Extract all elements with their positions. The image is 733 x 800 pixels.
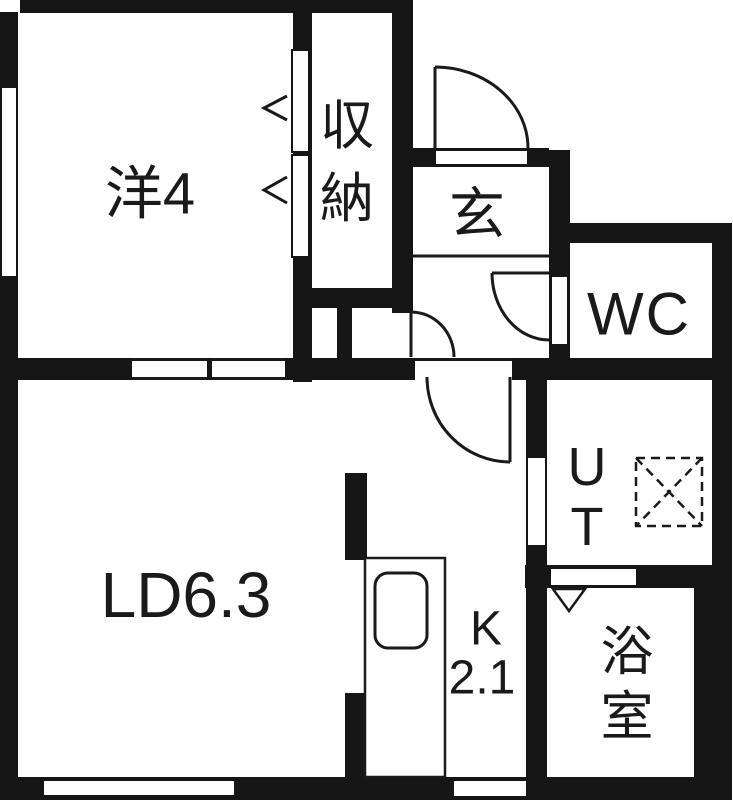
wc-door-arc (490, 272, 550, 342)
entrance-door (433, 65, 530, 149)
ldk-divider-upper (345, 473, 367, 560)
bath-label-char1: 浴 (601, 623, 654, 682)
utility-label-char2: T (571, 497, 604, 557)
kitchen-label-line1: K (470, 603, 502, 656)
washing-machine-cross (635, 457, 703, 527)
sliding-door-divider (207, 358, 212, 380)
bath-label-char2: 室 (601, 688, 654, 747)
western-room-window (0, 86, 18, 278)
utility-label-char1: U (568, 437, 607, 497)
closet-door-panel-2 (291, 154, 310, 258)
utility-door-opening (528, 458, 545, 545)
hall-closet-door-arc (410, 310, 456, 358)
right-wall-upper (712, 223, 732, 588)
entrance-label: 玄 (449, 183, 505, 246)
ld-balcony-window (42, 779, 236, 797)
closet-label-char1: 収 (320, 96, 374, 156)
nook-divider-wall (337, 305, 352, 360)
ld-top-wall-mid (285, 358, 415, 380)
closet-right-wall (392, 13, 413, 313)
washing-machine-icon (634, 456, 704, 528)
entrance-door-arc (434, 65, 530, 149)
ldk-divider-lower (345, 693, 367, 777)
wc-door-opening (550, 275, 569, 346)
kitchen-label-line2: 2.1 (449, 652, 516, 705)
bath-door-swing-icon (550, 587, 588, 614)
closet-door-panel-1 (291, 49, 310, 153)
kitchen-window (452, 779, 528, 798)
washing-machine-box (634, 456, 704, 528)
wc-top-wall (570, 223, 732, 243)
hall-closet-door (409, 310, 456, 358)
ld-door (425, 376, 512, 464)
entrance-threshold (434, 149, 529, 166)
living-dining-label: LD6.3 (101, 559, 272, 631)
closet-bottom-wall (293, 288, 413, 308)
hall-ld-wall (512, 358, 732, 380)
closet-chevron-icon-2 (260, 175, 288, 205)
bath-door-opening (549, 567, 638, 587)
ld-door-arc (425, 376, 511, 464)
closet-chevron-icon-1 (260, 94, 288, 122)
ld-top-wall-left (18, 358, 132, 380)
closet-label-char2: 納 (320, 169, 374, 229)
wc-label: WC (587, 281, 691, 348)
wc-door (490, 271, 550, 342)
top-wall (20, 0, 413, 13)
kitchen-east-wall (526, 380, 547, 777)
bath-right-wall (694, 588, 732, 800)
western-room-label: 洋4 (105, 162, 195, 227)
sink-icon (373, 571, 429, 650)
